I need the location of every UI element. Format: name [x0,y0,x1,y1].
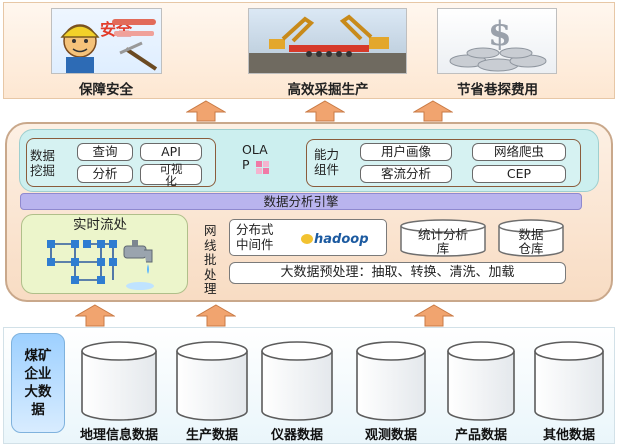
product-db-label: 产品数据 [454,428,507,443]
middleware-label: 分布式 中间件 [236,222,274,252]
olap-label: OLA P [242,142,268,172]
up-arrow-icon [196,304,236,327]
faucet-icon [120,238,160,296]
preprocessing-bar: 大数据预处理：抽取、转换、清洗、加载 [229,262,566,284]
api-button[interactable]: API [140,143,202,161]
up-arrow-icon [186,100,226,122]
user-profile-button[interactable]: 用户画像 [360,143,452,161]
mining-image [248,8,407,74]
up-arrow-icon [75,304,115,327]
stats-db-label: 统计分析 库 [417,227,468,256]
observation-db-cylinder [355,341,427,421]
geo-info-db-cylinder [80,341,158,421]
stats-db-cylinder [399,219,487,257]
product-db-cylinder [446,341,516,421]
instrument-db-label: 仪器数据 [270,428,323,443]
svg-text:hadoop: hadoop [314,232,369,247]
up-arrow-icon [414,304,454,327]
coal-enterprise-bigdata-label: 煤矿 企业 大数 据 [11,333,65,433]
cost-saving-image: $ [437,8,557,74]
caption-safety: 保障安全 [79,82,133,98]
caption-cost-saving: 节省巷探费用 [457,82,538,98]
svg-text:$: $ [488,14,512,54]
production-db-label: 生产数据 [185,428,238,443]
production-db-cylinder [175,341,249,421]
capability-label: 能力 组件 [314,147,340,177]
excavators-illustration [249,14,406,73]
data-mining-label: 数据 挖掘 [30,148,56,178]
data-warehouse-label: 数据 仓库 [518,227,544,256]
data-warehouse-cylinder [497,219,565,257]
stream-network-icon [45,236,119,292]
safety-image: 安全 [51,8,162,74]
caption-efficient-mining: 高效采掘生产 [287,82,369,98]
hadoop-logo: hadoop [299,228,379,248]
data-analysis-engine-bar: 数据分析引擎 [20,193,582,210]
cep-button[interactable]: CEP [472,165,566,183]
analysis-button[interactable]: 分析 [77,165,133,183]
geo-info-db-label: 地理信息数据 [79,428,158,443]
observation-db-label: 观测数据 [364,428,417,443]
dollar-coins-illustration: $ [449,14,547,72]
other-db-cylinder [533,341,605,421]
batch-processing-label: 网 线 批 处 理 [204,223,217,296]
instrument-db-cylinder [260,341,334,421]
up-arrow-icon [305,100,345,122]
other-db-label: 其他数据 [542,428,595,443]
up-arrow-icon [413,100,453,122]
olap-cube-icon [255,160,271,182]
realtime-label: 实时流处 [73,217,127,233]
visualization-button[interactable]: 可视 化 [140,163,202,187]
safety-worker-illustration: 安全 [60,19,158,73]
traffic-analysis-button[interactable]: 客流分析 [360,165,452,183]
web-crawler-button[interactable]: 网络爬虫 [472,143,566,161]
query-button[interactable]: 查询 [77,143,133,161]
